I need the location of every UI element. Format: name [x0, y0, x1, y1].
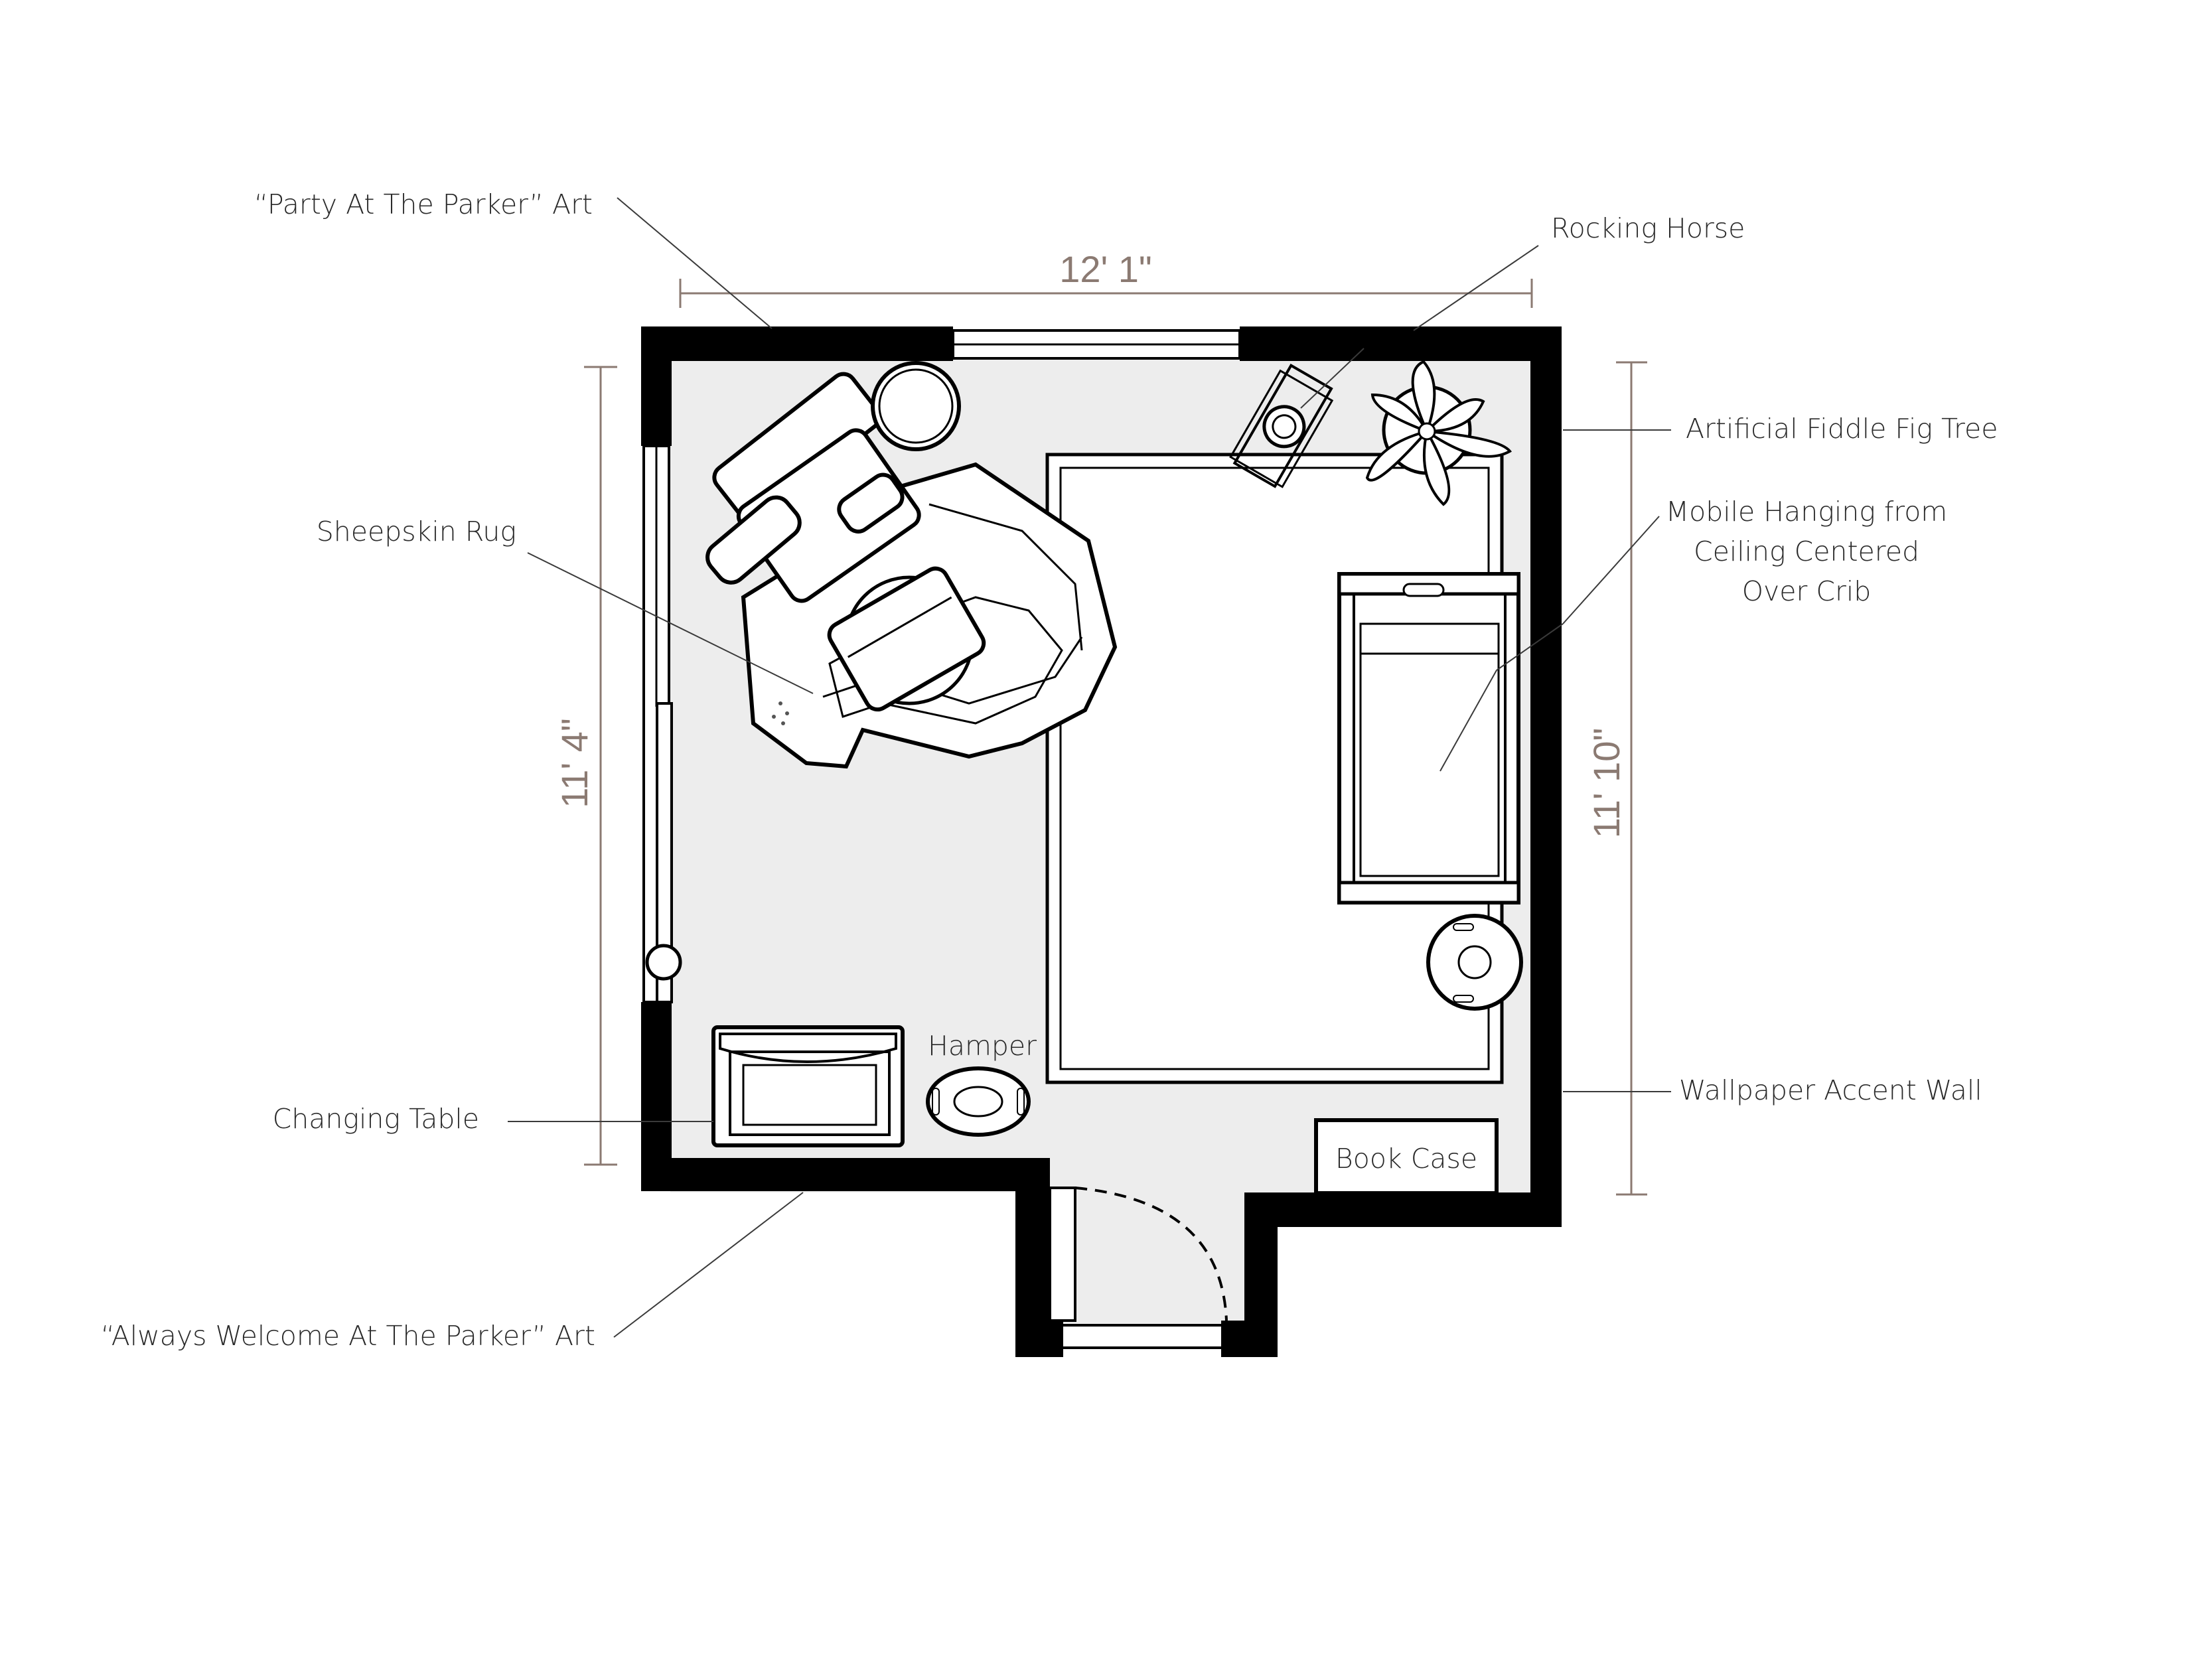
label-fig-tree: Artificial Fiddle Fig Tree — [1686, 413, 1998, 445]
label-mobile-line1: Mobile Hanging from — [1666, 496, 1948, 528]
label-mobile-line2: Ceiling Centered — [1694, 536, 1919, 567]
dimension-lines — [584, 279, 1647, 1196]
changing-table — [711, 1025, 905, 1147]
label-wallpaper: Wallpaper Accent Wall — [1679, 1074, 1982, 1106]
book-case — [1314, 1118, 1499, 1195]
width-dimension: 12' 1" — [1059, 248, 1152, 290]
label-rocking-horse: Rocking Horse — [1551, 212, 1745, 244]
side-table — [871, 361, 961, 451]
label-book-case: Book Case — [1335, 1143, 1477, 1175]
label-changing-table: Changing Table — [273, 1103, 479, 1135]
top-window — [952, 329, 1241, 360]
walls — [641, 326, 1562, 1357]
rocking-horse — [1229, 363, 1334, 488]
left-height-dimension: 11' 4" — [553, 718, 595, 808]
rug-texture — [772, 701, 789, 725]
label-sheepskin-rug: Sheepskin Rug — [317, 516, 516, 547]
label-welcome-art: “Always Welcome At The Parker” Art — [101, 1320, 595, 1352]
hamper — [926, 1066, 1031, 1137]
label-party-art: “Party At The Parker” Art — [254, 188, 593, 220]
glider-chair — [705, 372, 921, 603]
fiddle-fig-tree — [1365, 360, 1512, 506]
entry-door — [1049, 1187, 1228, 1349]
crib — [1337, 572, 1520, 904]
ottoman — [827, 566, 986, 712]
right-height-dimension: 11' 10" — [1585, 728, 1627, 839]
label-mobile-line3: Over Crib — [1742, 575, 1872, 607]
pouf — [1426, 914, 1523, 1011]
leader-lines — [508, 197, 1671, 1338]
label-hamper: Hamper — [928, 1030, 1037, 1062]
left-window — [642, 445, 682, 1003]
